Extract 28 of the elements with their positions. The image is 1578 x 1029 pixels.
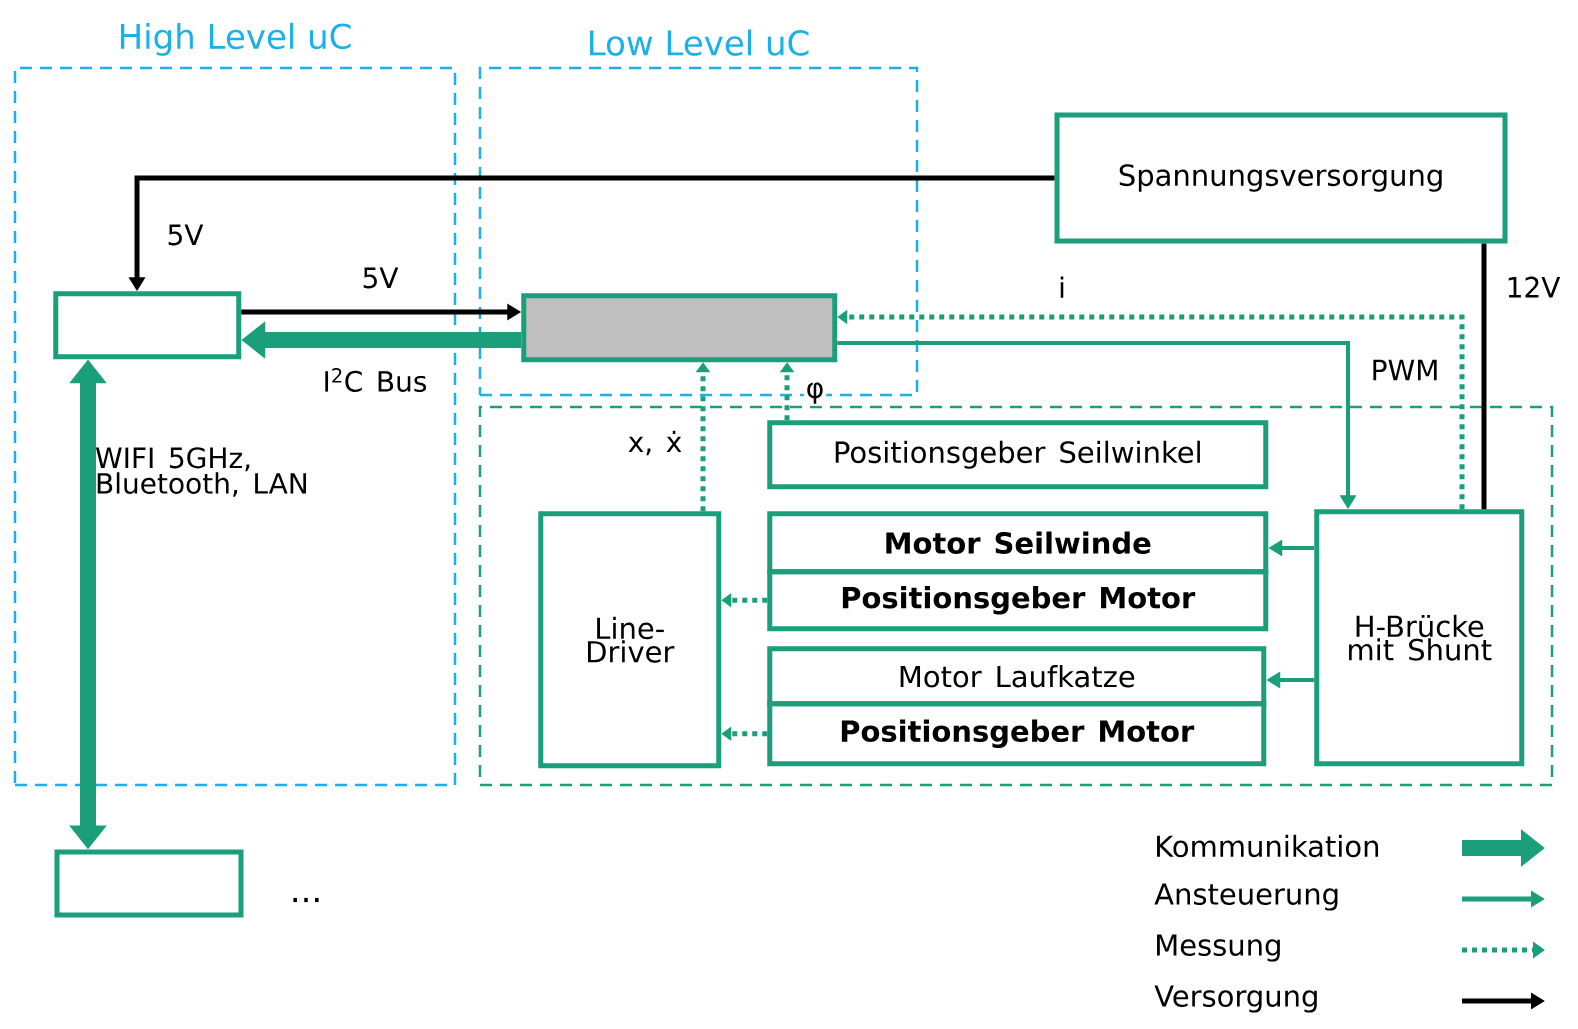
ellipsis-label: ...: [293, 897, 319, 903]
component-box: Motor Laufkatze: [767, 646, 1267, 707]
component-box: Motor Seilwinde: [767, 511, 1269, 575]
edge-label: PWM: [1368, 357, 1442, 383]
legend-text: Ansteuerung: [1154, 883, 1338, 911]
edge-label: i: [1056, 274, 1068, 300]
component-box: [53, 291, 242, 360]
legend-text: Messung: [1157, 934, 1280, 962]
component-box: Positionsgeber Seilwinkel: [767, 420, 1269, 490]
edge-label: WIFI 5GHz, Bluetooth, LAN: [95, 447, 306, 497]
component-box: Positionsgeber Motor: [767, 569, 1269, 632]
legend-text: Versorgung: [1154, 985, 1317, 1013]
component-box: Line-Driver: [538, 511, 722, 769]
edge-label: x, ẋ: [625, 428, 685, 458]
component-box: Positionsgeber Motor: [767, 701, 1267, 767]
edge-label: I$^{2}$C Bus: [320, 366, 430, 394]
edge-label: 12V: [1503, 274, 1563, 300]
edge-label: φ: [803, 380, 827, 406]
dashed-group-frame: [478, 405, 1554, 787]
component-box: H-Brücke mit Shunt: [1314, 509, 1525, 767]
legend-text: Kommunikation: [1157, 834, 1379, 858]
edge-label: 5V: [164, 222, 206, 248]
component-box: [521, 293, 838, 363]
edge-label: 5V: [359, 265, 401, 291]
node-label: High Level uC: [120, 22, 351, 56]
component-box: [54, 849, 244, 918]
component-box: Spannungsversorgung: [1054, 112, 1508, 244]
node-label: Low Level uC: [590, 29, 809, 56]
